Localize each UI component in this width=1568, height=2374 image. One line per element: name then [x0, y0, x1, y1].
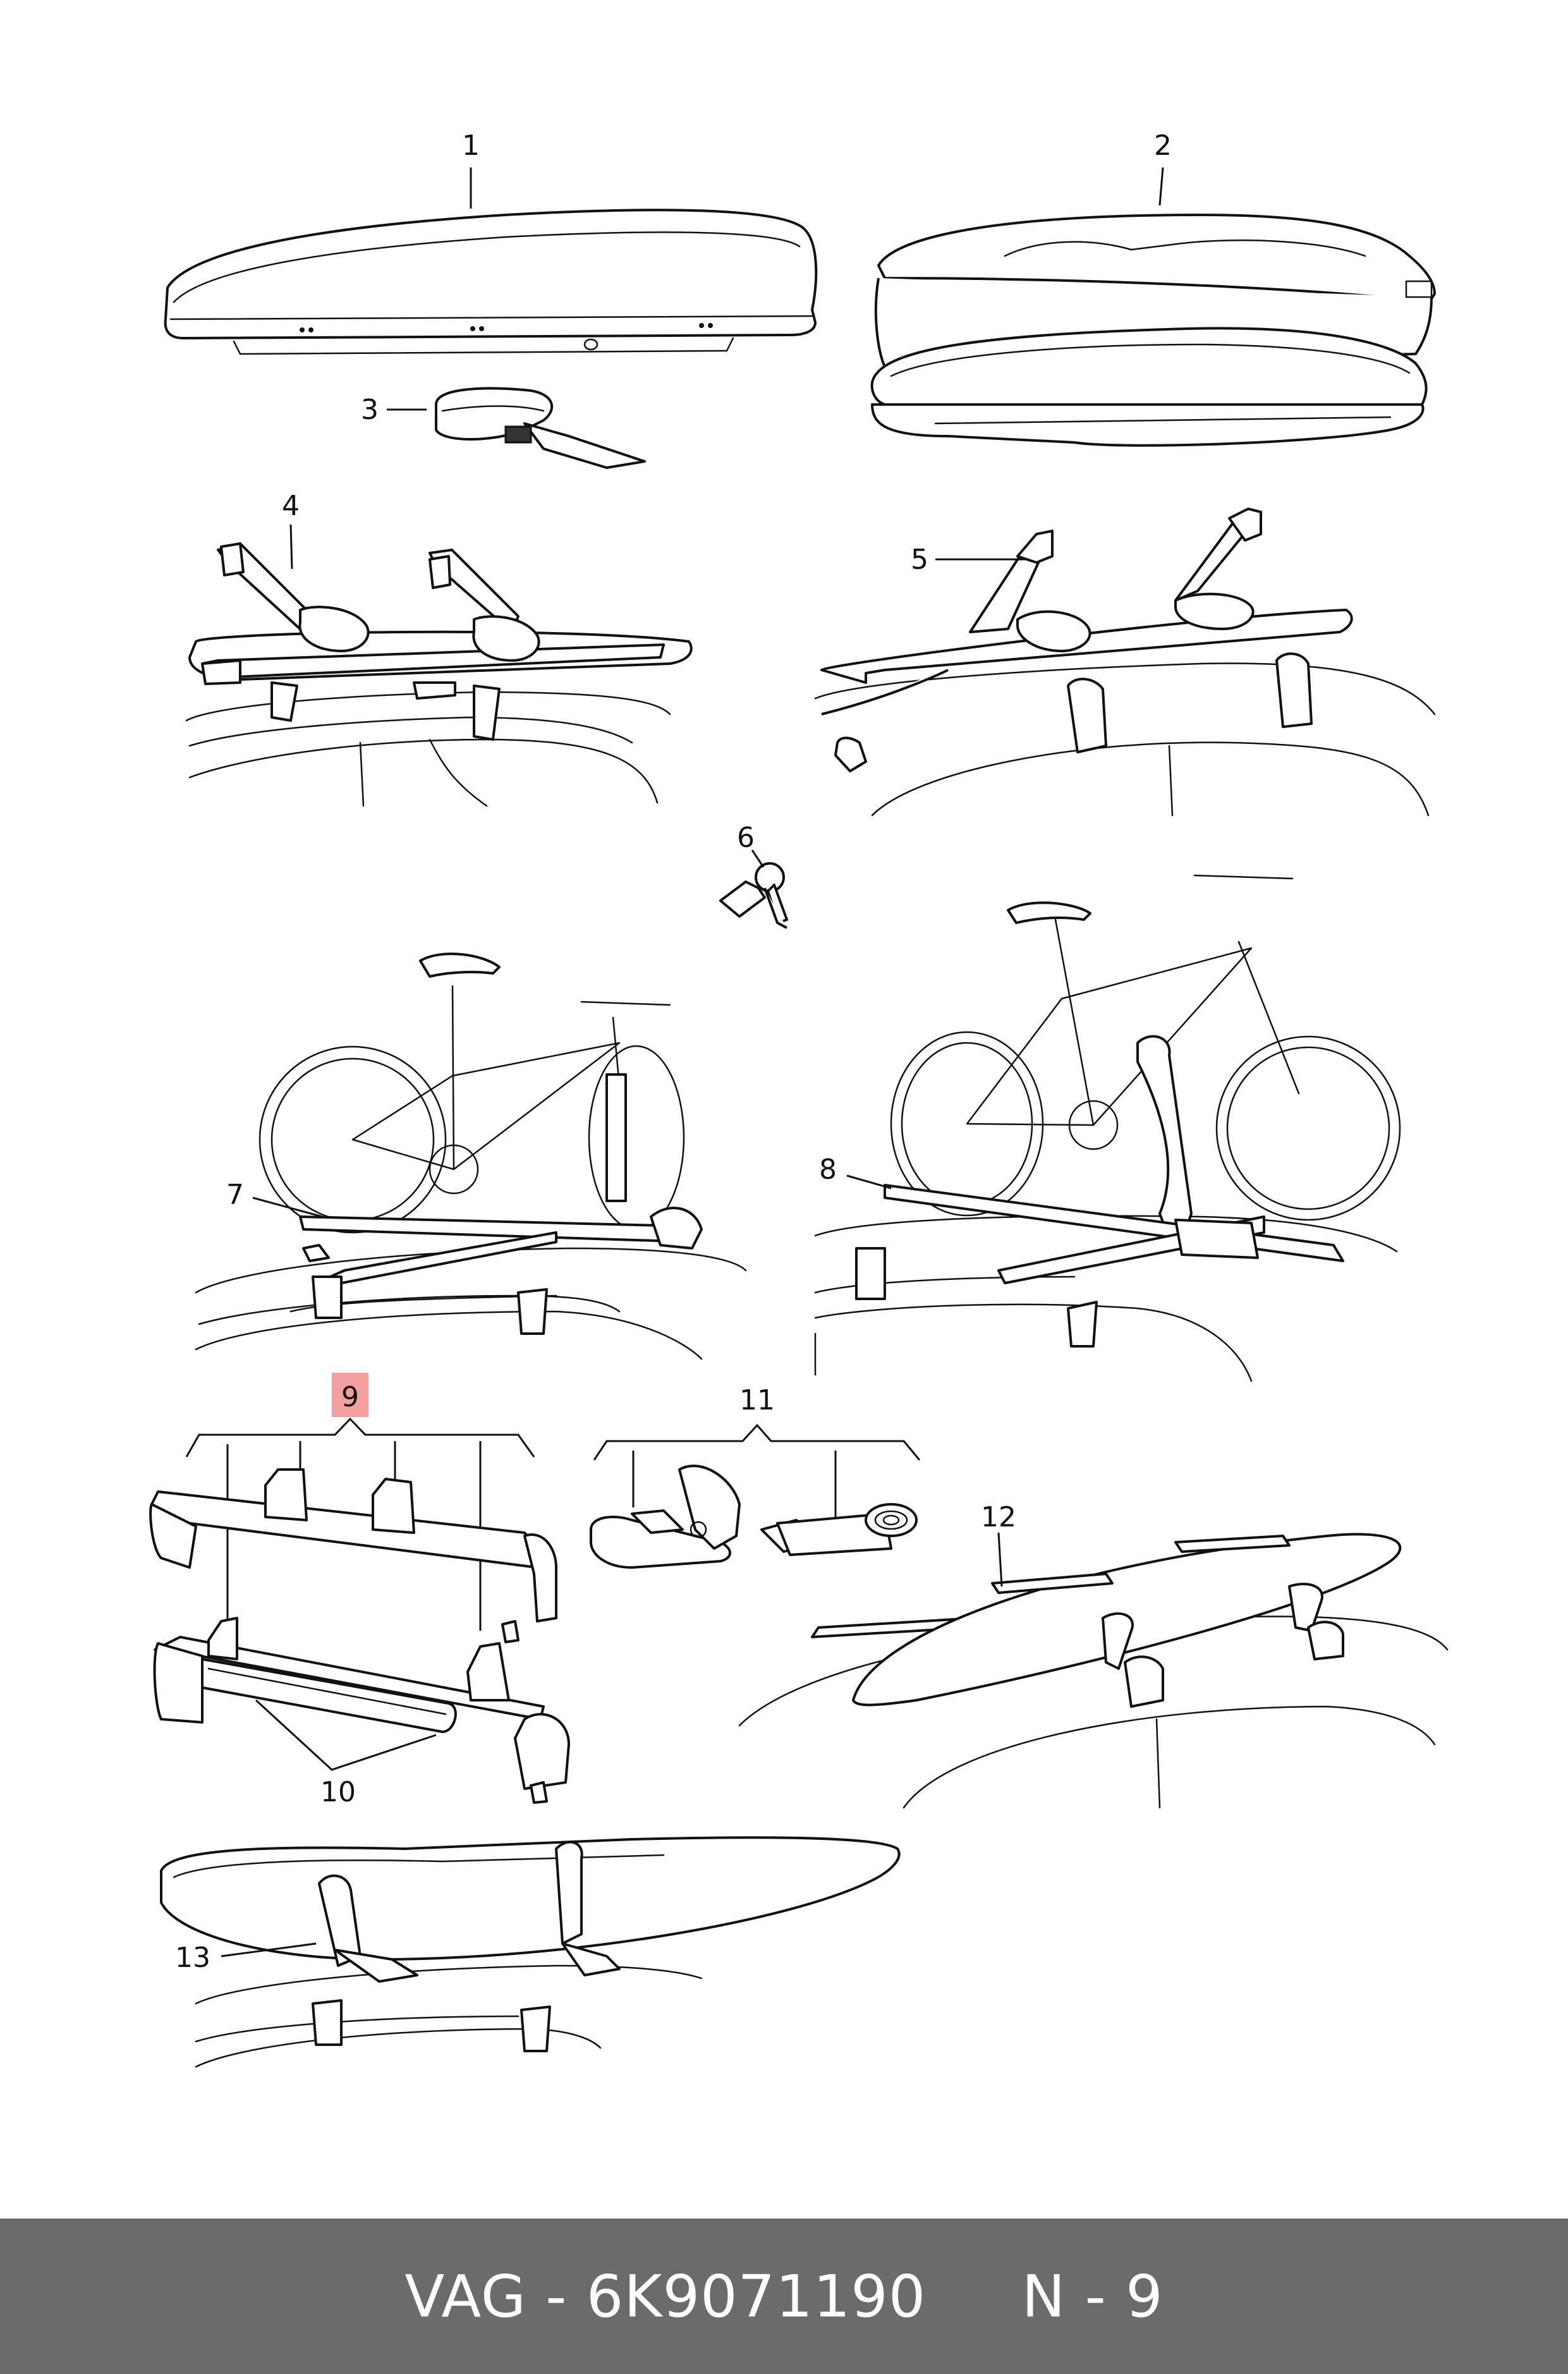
footer-part-number: 6K9071190 — [586, 2262, 927, 2330]
callout-4: 4 — [282, 490, 300, 522]
footer-separator — [526, 2263, 545, 2330]
roof-bars — [149, 1468, 570, 1804]
snowboard-carrier-left — [185, 542, 693, 807]
kayak-carrier — [160, 1836, 901, 2068]
lock-keys — [719, 862, 788, 929]
lashing-strap — [590, 1464, 918, 1569]
footer-brand: VAG — [404, 2262, 527, 2330]
bike-carrier-right — [814, 874, 1401, 1382]
footer-space — [567, 2263, 586, 2330]
footer-gap — [926, 2263, 1021, 2330]
snowboard-carrier-right — [814, 508, 1436, 817]
callout-12: 12 — [981, 1501, 1016, 1533]
footer-dash: - — [545, 2262, 568, 2330]
strap — [435, 387, 646, 469]
parts-diagram: 1 3 2 4 — [149, 130, 1449, 2068]
callout-2: 2 — [1154, 130, 1172, 162]
surfboard-carrier — [738, 1533, 1449, 1809]
callout-13: 13 — [175, 1942, 210, 1974]
callout-9-highlight — [332, 1373, 368, 1417]
callout-9: 9 — [341, 1381, 359, 1413]
callout-11: 11 — [739, 1384, 775, 1416]
bike-carrier-left — [195, 953, 747, 1360]
roof-box-open — [870, 214, 1436, 447]
callout-6: 6 — [737, 822, 755, 854]
callout-7: 7 — [226, 1179, 244, 1211]
callout-3: 3 — [361, 394, 379, 426]
footer-position: N - 9 — [1021, 2262, 1164, 2330]
footer-bar: VAG - 6K9071190 N - 9 — [0, 2219, 1568, 2374]
callout-5: 5 — [911, 544, 928, 576]
callout-1: 1 — [462, 130, 480, 162]
callout-10: 10 — [320, 1776, 356, 1808]
roof-box-closed — [164, 209, 818, 355]
callout-8: 8 — [819, 1154, 837, 1186]
